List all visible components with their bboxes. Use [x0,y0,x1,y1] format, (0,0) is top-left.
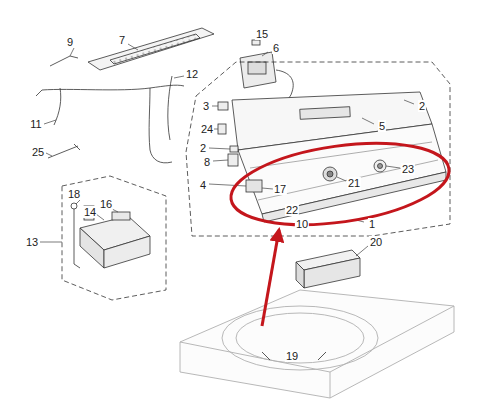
callout-number: 2 [418,100,426,112]
callout-number: 10 [295,218,309,230]
callout-number: 15 [255,28,269,40]
wire-harness [42,85,184,90]
highlight-arrow [262,230,279,326]
callout-number: 11 [29,118,42,130]
callout-number: 17 [273,183,287,195]
callout-number: 16 [99,198,113,210]
callout-number: 5 [378,120,386,132]
callout-number: 25 [31,146,45,158]
callout-number: 13 [25,236,39,248]
callout-number: 8 [203,156,211,168]
callout-number: 20 [369,236,383,248]
callout-number: 1 [368,218,376,230]
callout-number: 23 [401,163,415,175]
callout-number: 21 [347,177,361,189]
callout-number: 9 [66,36,74,48]
assembly-outline [62,176,166,300]
callout-number: 4 [199,179,207,191]
callout-number: 14 [83,206,97,218]
callout-number: 7 [118,34,126,46]
small-part [218,102,228,110]
knob [374,160,386,172]
console-panel [88,28,214,70]
wire-clip [50,56,78,66]
highlight-ellipse [226,131,454,237]
callout-number: 18 [67,188,81,200]
callout-number: 6 [272,42,280,54]
callout-number: 22 [285,204,299,216]
connector [252,40,260,45]
callout-number: 24 [200,123,214,135]
callout-number: 12 [185,68,199,80]
leader-lines [40,38,414,256]
small-part [218,124,226,134]
callout-number: 19 [285,350,299,362]
control-board [240,52,276,88]
wire [168,76,172,140]
small-part [228,154,238,166]
callout-number: 2 [199,142,207,154]
knob [323,167,337,181]
callout-number: 3 [202,100,210,112]
washer-top [180,290,454,398]
switch [246,180,262,192]
cable-tie [48,144,80,158]
